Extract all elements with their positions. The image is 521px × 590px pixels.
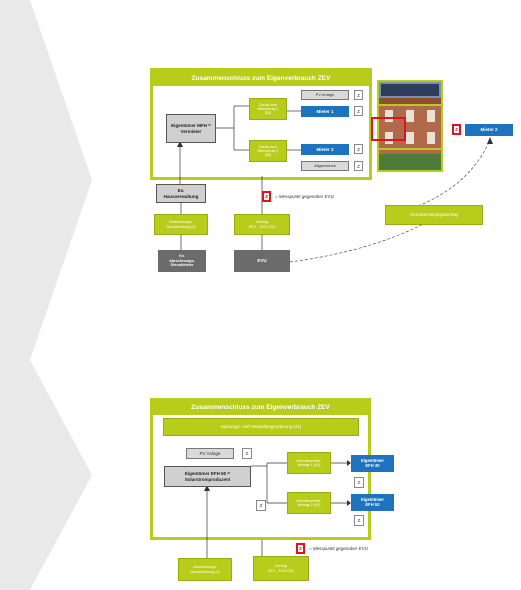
measure-point-note-bottom: = Messpunkt gegenüber EVU [309, 546, 368, 551]
meter-red-legend-top: Z [262, 191, 271, 202]
basic-supply-box: Grundversorgungsvertrag [385, 205, 483, 225]
tenant-1-box: Mieter 1 [301, 106, 349, 117]
meter-efh-30: Z [354, 477, 364, 488]
meter-tenant-3: Z [354, 144, 363, 154]
chevron-top [0, 0, 92, 360]
general-box: Allgemeines [301, 161, 349, 171]
meter-red-legend-bottom: Z [296, 543, 305, 554]
property-mgmt-box: Ev. Hausverwaltung [156, 184, 206, 203]
billing-service-box-top: Abrechnungs- Dienstleistung (9) [154, 214, 208, 235]
meter-general: Z [354, 161, 363, 171]
highlight-apartment [371, 117, 406, 141]
owner-efh-52-box: Eigentümer EFH 52 [351, 494, 394, 511]
meter-pv-top: Z [354, 90, 363, 100]
pv-box-bottom: PV Anlage [186, 448, 234, 459]
contract-1-box: Zusatz zum Mietvertrag 1 (30) [249, 98, 287, 120]
contract-zev-box-bottom: Vertrag ZEV - EVU (31) [253, 556, 309, 581]
contract-zev-box-top: Vertrag ZEV - EVU (31) [234, 214, 290, 235]
frame-title-top: Zusammenschluss zum Eigenverbrauch ZEV [153, 71, 369, 86]
meter-red-tenant-2: Z [452, 124, 461, 135]
billing-service-box-bottom: Abrechnungs- Dienstleistung (9) [178, 558, 232, 581]
owner-mfh-box: Eigentümer MFH = Vermieter [166, 114, 216, 143]
meter-pv-bottom: Z [242, 448, 252, 459]
owner-efh-30-box: Eigentümer EFH 30 [351, 455, 394, 472]
tenant-2-box: Mieter 2 [465, 124, 513, 136]
meter-tenant-1: Z [354, 106, 363, 116]
servitude-1-box: Dienstbarkeits- vertrag 1 (41) [287, 452, 331, 474]
evu-box: EVU [234, 250, 290, 272]
building-picture [377, 80, 443, 172]
servitude-2-box: Dienstbarkeits- vertrag 2 (42) [287, 492, 331, 514]
connectors-top [177, 105, 493, 263]
owner-efh-50-box: Eigentümer EFH 50 = Solarstromproduzent [164, 466, 251, 487]
billing-provider-box: Ev. Abrechnungs- Dienstleister [158, 250, 206, 272]
contract-2-box: Zusatz zum Mietvertrag 2 (30) [249, 140, 287, 162]
meter-owner-bottom: Z [256, 500, 266, 511]
pv-box-top: PV Anlage [301, 90, 349, 100]
tenant-3-box: Mieter 3 [301, 144, 349, 155]
chevron-bottom [0, 360, 92, 590]
frame-title-bottom: Zusammenschluss zum Eigenverbrauch ZEV [153, 401, 368, 415]
usage-order-box: Nutzungs- und Verwaltungsordnung (41) [163, 418, 359, 436]
measure-point-note-top: = Messpunkt gegenüber EVU [275, 194, 334, 199]
meter-efh-52: Z [354, 515, 364, 526]
